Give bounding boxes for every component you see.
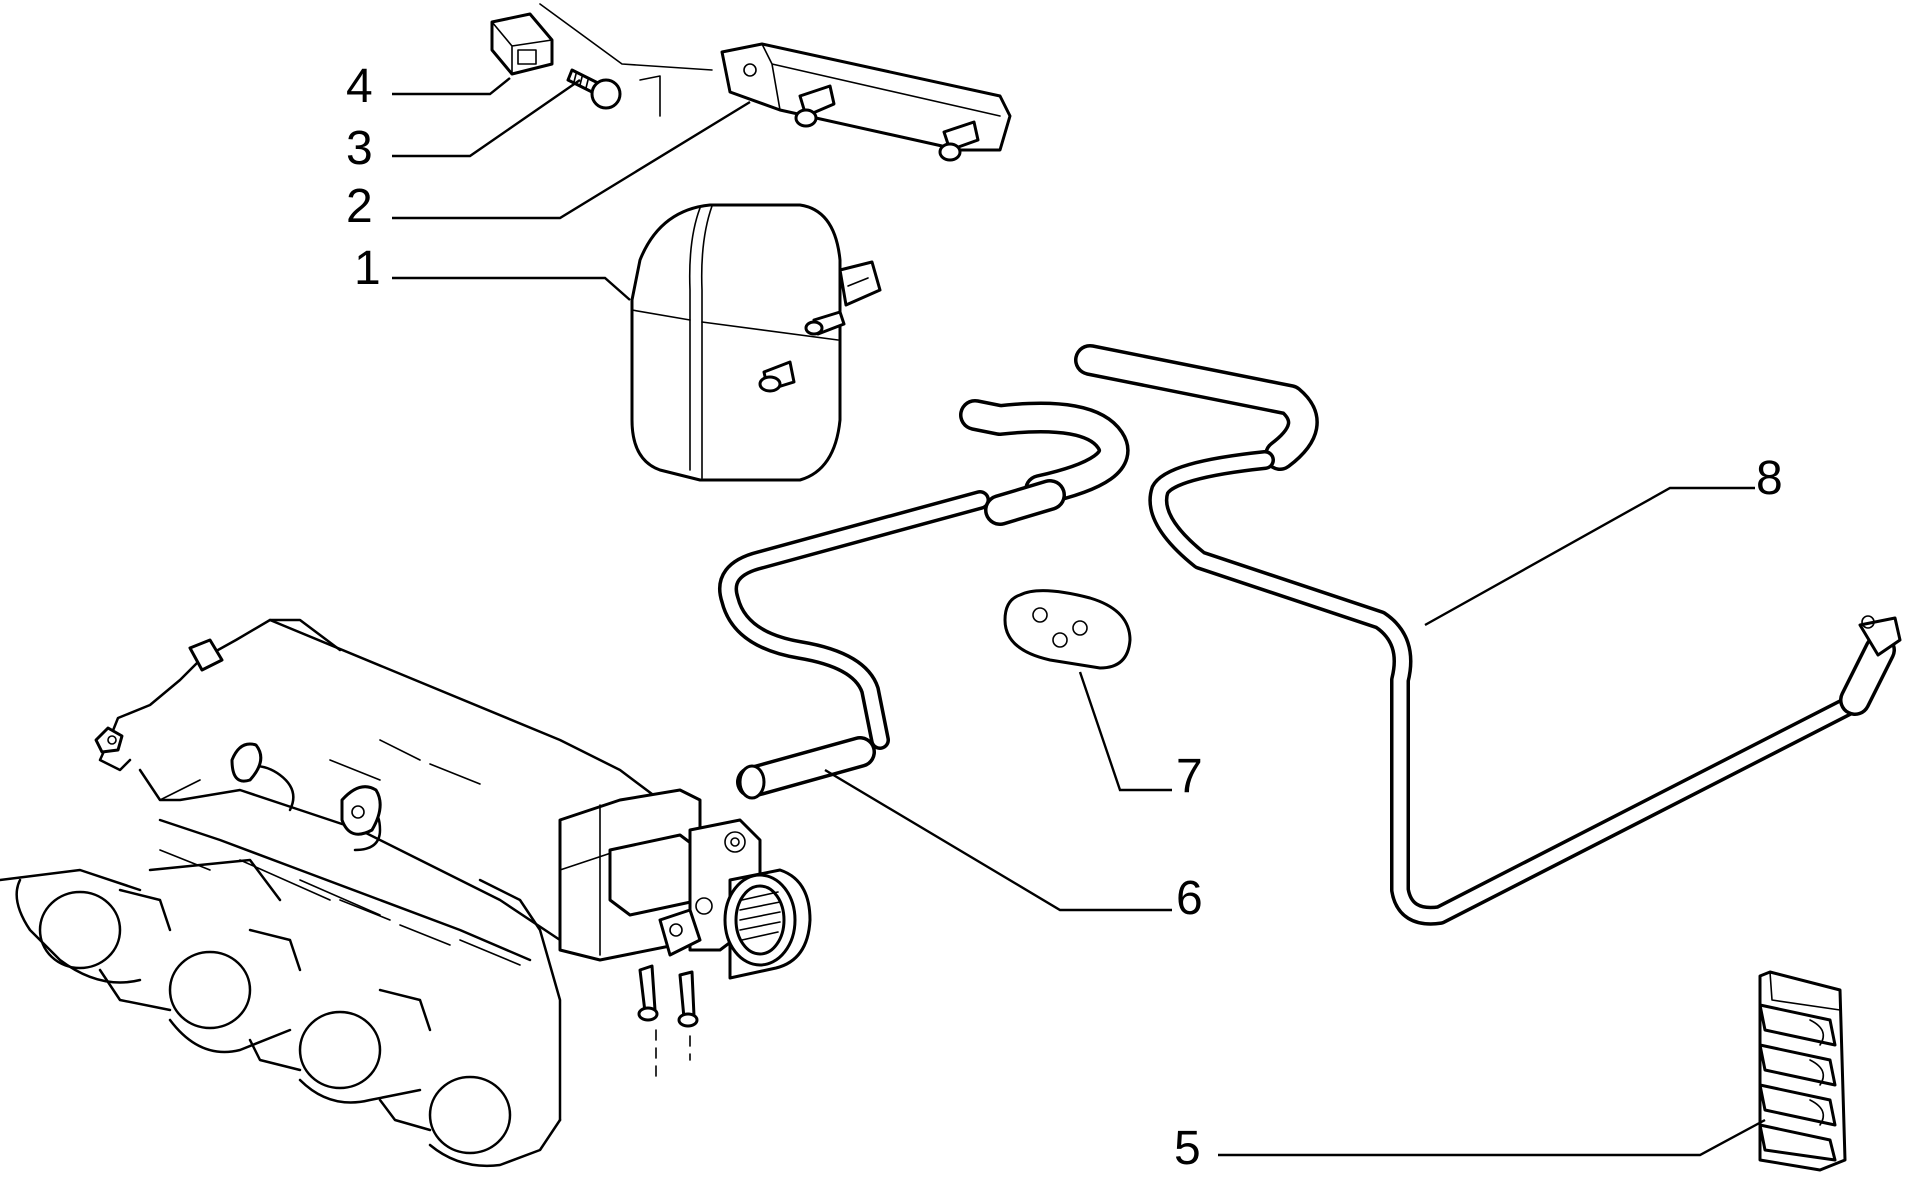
leader-line-2 (392, 100, 751, 220)
leader-line-6 (824, 768, 1172, 912)
part-5-comb-clip (1758, 970, 1847, 1172)
callout-8: 8 (1756, 452, 1783, 505)
leader-lines (392, 77, 1766, 1157)
part-1-canister (630, 203, 882, 482)
leader-line-8 (1424, 486, 1755, 627)
callout-4: 4 (346, 60, 373, 113)
callout-3: 3 (346, 122, 373, 175)
leader-line-5 (1218, 1118, 1766, 1157)
part-7-grommet (1003, 589, 1132, 670)
callout-6: 6 (1176, 872, 1203, 925)
part-3-bolt (566, 68, 622, 110)
intake-manifold (0, 618, 672, 1167)
leader-line-3 (392, 79, 581, 158)
leader-line-4 (392, 77, 511, 96)
part-8-long-hose (1074, 344, 1902, 926)
assembly-guide-line (539, 3, 713, 71)
part-2-bracket (720, 42, 1012, 162)
callout-1: 1 (354, 242, 381, 295)
assembly-guide-line (639, 75, 661, 117)
throttle-body (558, 788, 812, 1081)
callout-7: 7 (1176, 750, 1203, 803)
leader-line-1 (392, 276, 631, 301)
leader-line-7 (1078, 671, 1172, 792)
callout-5: 5 (1174, 1122, 1201, 1175)
part-6-hose (718, 399, 1130, 800)
part-4-clip-nut (490, 12, 554, 76)
callout-2: 2 (346, 180, 373, 233)
